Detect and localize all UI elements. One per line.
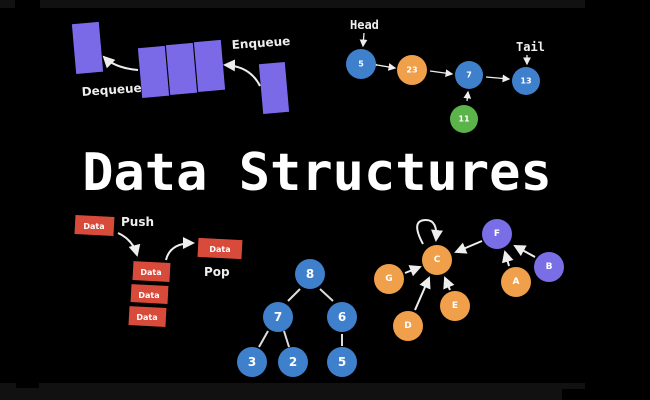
dequeue-arrow	[102, 55, 139, 71]
stack-item-label: Data	[209, 245, 230, 254]
page-title: Data Structures	[82, 143, 552, 203]
list-node: 13	[520, 77, 531, 86]
pop-label: Pop	[204, 265, 230, 279]
top-bar	[40, 0, 585, 8]
linked-list-diagram: Head Tail 5 23 7 13 11	[346, 18, 545, 133]
list-node: 23	[406, 66, 417, 75]
tree-node: 5	[338, 355, 346, 369]
graph-diagram: C G D E F A B	[374, 218, 564, 341]
queue-diagram: Enqueue Dequeue	[71, 21, 291, 115]
push-arrow	[117, 232, 141, 257]
tail-label: Tail	[516, 40, 545, 54]
stack-item-label: Data	[136, 313, 157, 322]
pop-arrow	[165, 237, 195, 261]
graph-node: G	[385, 274, 392, 284]
list-node: 11	[458, 115, 470, 124]
queue-item	[193, 39, 226, 93]
top-bar-left	[0, 0, 15, 8]
bottom-bar	[0, 383, 585, 400]
stack-item-label: Data	[140, 268, 161, 277]
push-label: Push	[121, 215, 154, 229]
list-node: 5	[358, 60, 364, 69]
graph-node: F	[494, 229, 500, 239]
graph-node: E	[452, 301, 458, 311]
graph-node: B	[546, 262, 553, 272]
stack-item-label: Data	[138, 291, 159, 300]
head-label: Head	[350, 18, 379, 32]
tree-node: 3	[248, 355, 256, 369]
stack-item-label: Data	[83, 222, 104, 231]
tree-node: 2	[289, 355, 297, 369]
tree-node: 8	[306, 267, 314, 281]
queue-item	[165, 42, 198, 96]
tree-node: 7	[274, 310, 282, 324]
list-node: 7	[466, 71, 472, 80]
dequeue-label: Dequeue	[81, 81, 142, 99]
graph-node: C	[434, 255, 441, 265]
tree-node: 6	[338, 310, 346, 324]
enqueued-item	[258, 61, 290, 115]
enqueue-label: Enqueue	[231, 34, 291, 52]
graph-node: A	[513, 277, 520, 287]
graph-node: D	[404, 321, 411, 331]
queue-item	[137, 45, 170, 99]
dequeued-item	[71, 21, 104, 75]
stack-diagram: Data Data Data Data Data Push Pop	[74, 215, 243, 327]
enqueue-arrow	[223, 59, 261, 87]
tree-diagram: 8 7 6 3 2 5	[237, 259, 357, 377]
